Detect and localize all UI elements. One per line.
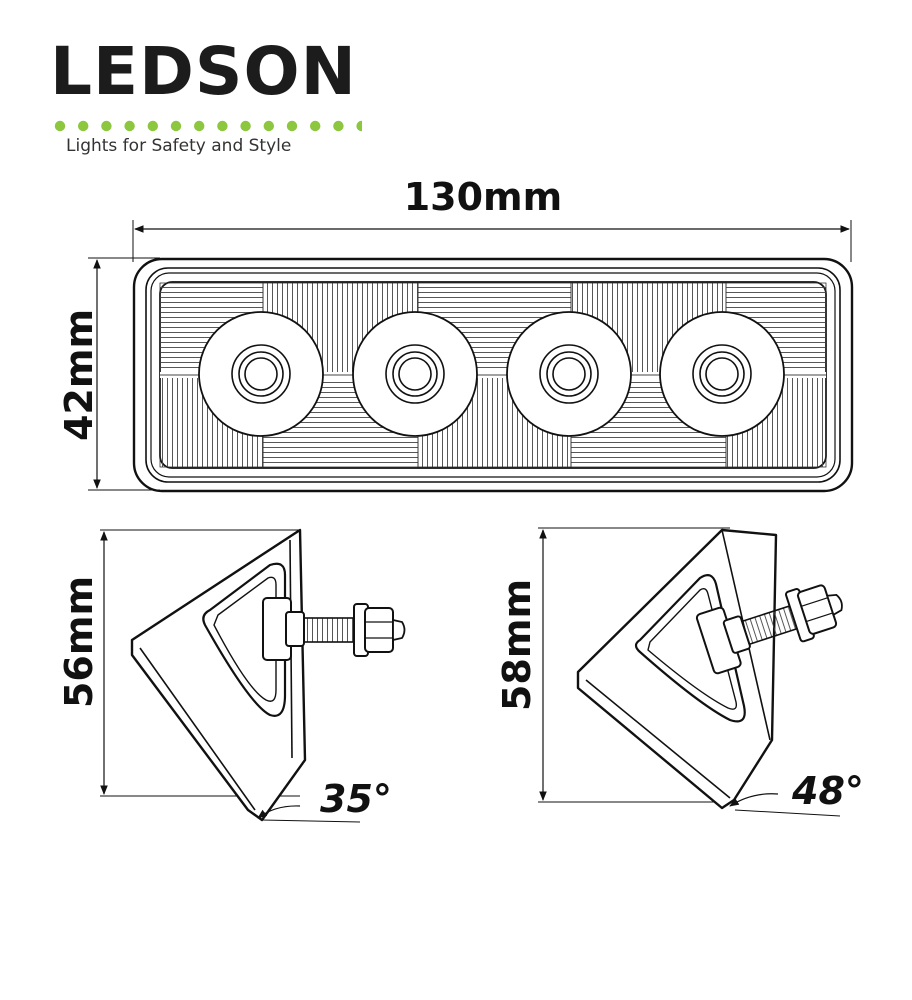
side-left-height-label: 56mm — [57, 576, 101, 708]
height-label: 42mm — [57, 309, 101, 441]
brand-dot — [310, 120, 321, 132]
width-label: 130mm — [404, 175, 563, 219]
brand-dot — [333, 120, 344, 132]
brand-dot — [217, 120, 228, 132]
brand-dot — [124, 120, 135, 132]
bracket-side-view-left: 56mm 35° — [57, 528, 406, 823]
led-lens — [659, 311, 785, 437]
brand-tagline: Lights for Safety and Style — [66, 136, 292, 156]
angle-left-label: 35° — [320, 777, 392, 821]
brand-dot — [170, 120, 182, 132]
brand-name: LEDSON — [50, 33, 357, 110]
brand-dot — [240, 120, 251, 132]
brand-dot — [101, 120, 112, 132]
brand-logo: LEDSON Lights for Safety and Style — [50, 39, 362, 156]
width-dimension: 130mm — [132, 175, 852, 262]
lamp-front-view — [132, 257, 854, 493]
side-right-height-label: 58mm — [495, 579, 539, 711]
led-lens — [506, 311, 632, 437]
bracket-side-view-right: 58mm 48° — [495, 527, 864, 817]
brand-dot-row — [54, 120, 362, 132]
angle-right-label: 48° — [791, 769, 864, 813]
brand-dot — [147, 120, 158, 132]
brand-dot — [78, 120, 89, 132]
brand-dot — [263, 120, 274, 132]
brand-dot — [54, 120, 66, 132]
height-dimension: 42mm — [57, 257, 160, 491]
led-lens — [198, 311, 324, 437]
brand-dot — [286, 120, 298, 132]
brand-dot — [356, 120, 362, 132]
led-lens — [352, 311, 478, 437]
brand-dot — [194, 120, 205, 132]
